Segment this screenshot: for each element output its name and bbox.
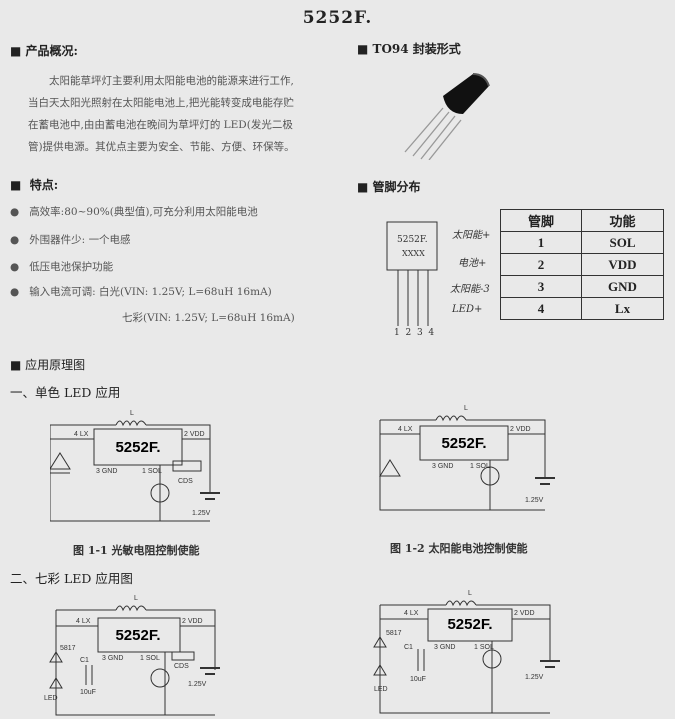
circuit-label: 1.25V bbox=[192, 510, 211, 517]
circuit-label: 4 LX bbox=[398, 426, 413, 433]
feature-item: ● 高效率:80~90%(典型值),可充分利用太阳能电池 bbox=[10, 206, 258, 218]
circuit-diagram-2-1: 5252F. L 4 LX 2 VDD 3 GND 1 SOL CDS 5817… bbox=[44, 595, 220, 716]
table-row: 2 VDD bbox=[500, 253, 664, 276]
circuit-diagram-1-1: 5252F. L 4 LX 2 VDD 3 GND 1 SOL CDS 1.25… bbox=[50, 410, 220, 522]
circuit-label: 2 VDD bbox=[184, 431, 205, 438]
pin-number-cell: 3 bbox=[500, 275, 582, 298]
feature-item: ● 低压电池保护功能 bbox=[10, 261, 114, 273]
pin-function-cell: SOL bbox=[581, 231, 664, 254]
overview-heading: ■ 产品概况: bbox=[10, 44, 78, 58]
circuit-label: 4 LX bbox=[74, 431, 89, 438]
table-header-row: 管脚 功能 bbox=[500, 209, 664, 232]
dot-bullet-icon: ● bbox=[10, 206, 30, 218]
pin-function-cell: Lx bbox=[581, 297, 664, 320]
square-bullet-icon: ■ bbox=[10, 44, 26, 58]
feature-item: ● 输入电流可调: 白光(VIN: 1.25V; L=68uH 16mA) bbox=[10, 286, 272, 298]
pin-chip-diagram bbox=[386, 221, 438, 326]
pin-function-table: 管脚 功能 1 SOL 2 VDD 3 GND 4 Lx bbox=[500, 209, 664, 320]
table-row: 1 SOL bbox=[500, 231, 664, 254]
table-header-cell: 功能 bbox=[581, 209, 664, 232]
circuit-label: 1 SOL bbox=[470, 463, 490, 470]
circuit-diagram-2-2: 5252F. L 4 LX 2 VDD 3 GND 1 SOL 5817 C1 … bbox=[373, 590, 560, 714]
circuit-label: CDS bbox=[178, 478, 193, 485]
circuit-label: 5252F. bbox=[115, 627, 160, 644]
circuit-label: 3 GND bbox=[102, 655, 123, 662]
circuit-diagram-1-2: 5252F. L 4 LX 2 VDD 3 GND 1 SOL 1.25V bbox=[379, 405, 555, 511]
circuit-label: L bbox=[464, 405, 468, 412]
circuit-label: 4 LX bbox=[76, 618, 91, 625]
circuit-label: L bbox=[134, 595, 138, 602]
pin-function-cell: VDD bbox=[581, 253, 664, 276]
circuit-label: 3 GND bbox=[96, 468, 117, 475]
overview-line: 太阳能草坪灯主要利用太阳能电池的能源来进行工作, bbox=[49, 75, 294, 87]
dot-bullet-icon: ● bbox=[10, 234, 30, 246]
handwritten-note: 电池+ bbox=[458, 258, 487, 269]
features-heading: ■ 特点: bbox=[10, 178, 59, 192]
dot-bullet-icon: ● bbox=[10, 261, 30, 273]
handwritten-note: 太阳能-3 bbox=[450, 284, 490, 295]
dot-bullet-icon: ● bbox=[10, 286, 30, 298]
circuit-label: 5252F. bbox=[441, 435, 486, 452]
circuit-label: 10uF bbox=[80, 689, 96, 696]
circuit-label: 5252F. bbox=[447, 616, 492, 633]
handwritten-note: 太阳能+ bbox=[452, 230, 491, 241]
circuit-label: C1 bbox=[80, 657, 89, 664]
pin-function-cell: GND bbox=[581, 275, 664, 298]
circuit-label: 3 GND bbox=[434, 644, 455, 651]
circuit-label: L bbox=[468, 590, 472, 597]
circuit-label: 1.25V bbox=[188, 681, 207, 688]
pin-number-cell: 2 bbox=[500, 253, 582, 276]
circuit-label: 1 SOL bbox=[140, 655, 160, 662]
pin-numbers: 1 2 3 4 bbox=[394, 328, 435, 338]
square-bullet-icon: ■ bbox=[10, 178, 26, 192]
figure-caption-1: 图 1-1 光敏电阻控制使能 bbox=[73, 544, 200, 557]
table-row: 4 Lx bbox=[500, 297, 664, 320]
circuit-label: L bbox=[130, 410, 134, 417]
circuit-label: 1 SOL bbox=[142, 468, 162, 475]
circuit-label: 2 VDD bbox=[510, 426, 531, 433]
to94-package-image bbox=[404, 73, 490, 160]
section2-heading: 二、七彩 LED 应用图 bbox=[10, 571, 133, 586]
table-row: 3 GND bbox=[500, 275, 664, 298]
overview-paragraph: 太阳能草坪灯主要利用太阳能电池的能源来进行工作, 当白天太阳光照射在太阳能电池上… bbox=[28, 70, 348, 158]
overview-line: 在蓄电池中,由由蓄电池在晚间为草坪灯的 LED(发光二极 bbox=[28, 119, 293, 131]
circuit-label: 2 VDD bbox=[182, 618, 203, 625]
square-bullet-icon: ■ bbox=[357, 42, 373, 56]
circuit-label: 5252F. bbox=[115, 439, 160, 456]
circuit-label: LED bbox=[374, 686, 388, 693]
handwritten-note: LED+ bbox=[452, 304, 483, 315]
pin-chip-sub: XXXX bbox=[402, 249, 425, 258]
circuit-label: 2 VDD bbox=[514, 610, 535, 617]
application-heading: ■ 应用原理图 bbox=[10, 358, 86, 372]
pins-heading: ■ 管脚分布 bbox=[357, 180, 421, 194]
feature-item-continuation: 七彩(VIN: 1.25V; L=68uH 16mA) bbox=[122, 312, 295, 324]
table-header-cell: 管脚 bbox=[500, 209, 582, 232]
circuit-label: LED bbox=[44, 695, 58, 702]
circuit-label: 5817 bbox=[386, 630, 402, 637]
circuit-label: 1.25V bbox=[525, 674, 544, 681]
circuit-label: 3 GND bbox=[432, 463, 453, 470]
square-bullet-icon: ■ bbox=[10, 358, 26, 372]
section1-heading: 一、单色 LED 应用 bbox=[10, 385, 121, 400]
circuit-label: 4 LX bbox=[404, 610, 419, 617]
circuit-label: 1.25V bbox=[525, 497, 544, 504]
feature-item: ● 外围器件少: 一个电感 bbox=[10, 234, 131, 246]
pin-number-cell: 4 bbox=[500, 297, 582, 320]
circuit-label: 1 SOL bbox=[474, 644, 494, 651]
figure-caption-2: 图 1-2 太阳能电池控制使能 bbox=[390, 542, 528, 555]
circuit-label: 5817 bbox=[60, 645, 76, 652]
pin-chip-label: 5252F. bbox=[397, 235, 428, 245]
overview-line: 当白天太阳光照射在太阳能电池上,把光能转变成电能存贮 bbox=[28, 97, 294, 109]
overview-line: 管)提供电源。其优点主要为安全、节能、方便、环保等。 bbox=[28, 141, 295, 153]
pin-number-cell: 1 bbox=[500, 231, 582, 254]
package-heading: ■ TO94 封装形式 bbox=[357, 42, 461, 56]
circuit-label: C1 bbox=[404, 644, 413, 651]
document-title: 5252F. bbox=[302, 8, 373, 28]
square-bullet-icon: ■ bbox=[357, 180, 373, 194]
circuit-label: 10uF bbox=[410, 676, 426, 683]
circuit-label: CDS bbox=[174, 663, 189, 670]
